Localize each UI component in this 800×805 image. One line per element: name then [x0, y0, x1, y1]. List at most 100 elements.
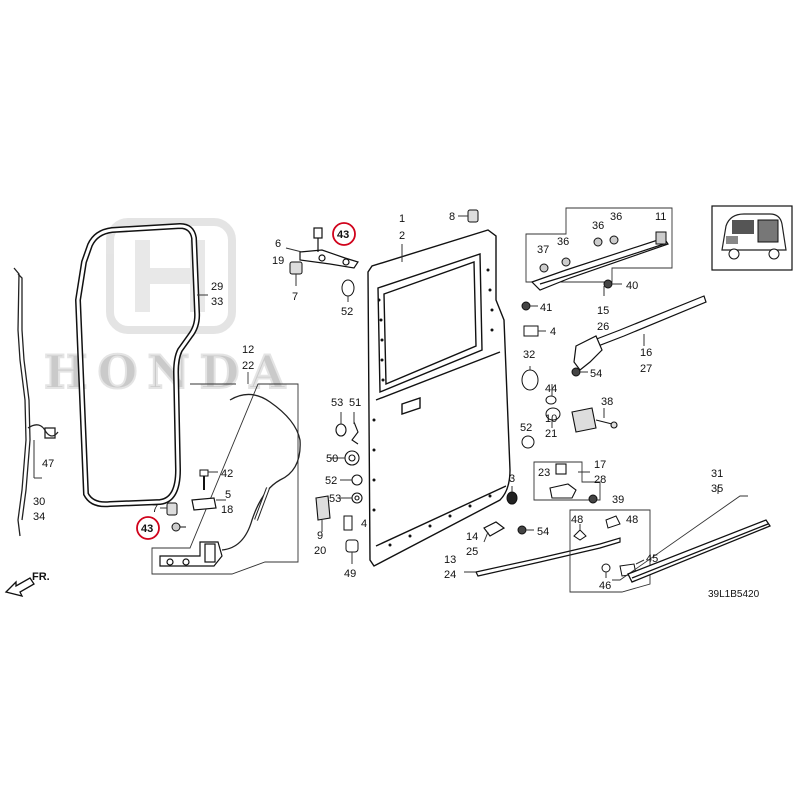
callout-47: 47: [42, 458, 54, 470]
clip-52-upper: [341, 279, 355, 297]
callout-4: 4: [550, 326, 556, 338]
lock-striker-9-20: [315, 495, 331, 521]
callout-25: 25: [466, 546, 478, 558]
diagram-code: 39L1B5420: [708, 589, 760, 600]
door-cable: [221, 393, 301, 551]
callout-31: 31: [711, 468, 723, 480]
roller-44: [545, 395, 561, 421]
bolt-39: [588, 494, 598, 504]
callout-34: 34: [33, 511, 45, 523]
grommet-32: [521, 369, 539, 391]
center-rail: [573, 295, 707, 371]
callout-53: 53: [331, 397, 343, 409]
screw-43-lower: [171, 522, 186, 532]
callout-7: 7: [152, 503, 158, 515]
callout-32: 32: [523, 349, 535, 361]
callout-39: 39: [612, 494, 624, 506]
callout-5: 5: [225, 489, 231, 501]
callout-17: 17: [594, 459, 606, 471]
callout-38: 38: [601, 396, 613, 408]
rail-clips: [539, 231, 667, 273]
callout-12: 12: [242, 344, 254, 356]
callout-36: 36: [557, 236, 569, 248]
callout-21: 21: [545, 428, 557, 440]
callout-36: 36: [610, 211, 622, 223]
callout-22: 22: [242, 360, 254, 372]
callout-27: 27: [640, 363, 652, 375]
callout-54: 54: [590, 368, 602, 380]
callout-44: 44: [545, 383, 557, 395]
callout-46: 46: [599, 580, 611, 592]
pad-4-right: [523, 325, 539, 337]
callout-13: 13: [444, 554, 456, 566]
callout-45: 45: [646, 553, 658, 565]
pad-4-left: [343, 515, 353, 531]
clip-52-right: [521, 435, 535, 449]
bolt-42: [199, 469, 209, 490]
callout-1: 1: [399, 213, 405, 225]
sliding-door-panel: [367, 229, 511, 567]
callout-16: 16: [640, 347, 652, 359]
callout-37: 37: [537, 244, 549, 256]
side-molding: [627, 519, 771, 583]
callout-28: 28: [594, 474, 606, 486]
callout-8: 8: [449, 211, 455, 223]
callout-40: 40: [626, 280, 638, 292]
callout-52: 52: [520, 422, 532, 434]
cap-7-lower: [166, 502, 178, 516]
callout-36: 36: [592, 220, 604, 232]
callout-6: 6: [275, 238, 281, 250]
grommet-3: [506, 491, 518, 505]
callout-7: 7: [292, 291, 298, 303]
callout-9: 9: [317, 530, 323, 542]
vehicle-location-thumbnail: [711, 205, 793, 271]
callout-29: 29: [211, 281, 223, 293]
callout-20: 20: [314, 545, 326, 557]
clip-46: [601, 563, 611, 573]
callout-54: 54: [537, 526, 549, 538]
callout-11: 11: [655, 211, 666, 223]
bolt-54-lower: [517, 525, 527, 535]
bolt-40: [603, 279, 613, 289]
lower-roller-bracket: [159, 541, 223, 567]
door-weatherstrip: [74, 222, 201, 508]
callout-10: 10: [545, 413, 557, 425]
callout-41: 41: [540, 302, 552, 314]
callout-4: 4: [361, 518, 367, 530]
highlight-circle-43-upper: [332, 222, 356, 246]
callout-30: 30: [33, 496, 45, 508]
callout-24: 24: [444, 569, 456, 581]
callout-48: 48: [571, 514, 583, 526]
callout-2: 2: [399, 230, 405, 242]
plug-49: [345, 539, 359, 553]
callout-15: 15: [597, 305, 609, 317]
callout-52: 52: [325, 475, 337, 487]
callout-53: 53: [329, 493, 341, 505]
callout-33: 33: [211, 296, 223, 308]
callout-49: 49: [344, 568, 356, 580]
callout-23: 23: [538, 467, 550, 479]
callout-19: 19: [272, 255, 284, 267]
lower-garnish: [475, 521, 621, 577]
latch-38: [571, 407, 618, 433]
callout-26: 26: [597, 321, 609, 333]
clips-48: [573, 515, 621, 541]
cap-7-upper: [289, 261, 303, 275]
door-panel-holes: [372, 268, 494, 547]
front-direction-label: FR.: [32, 571, 50, 583]
bracket-5-18: [191, 497, 217, 511]
callout-42: 42: [221, 468, 233, 480]
small-fasteners-center: [335, 421, 363, 504]
callout-35: 35: [711, 483, 723, 495]
callout-18: 18: [221, 504, 233, 516]
cap-8: [467, 209, 479, 223]
front-direction-arrow-icon: [4, 577, 35, 597]
bracket-23: [549, 463, 577, 499]
upper-rail: [530, 237, 669, 291]
bolt-54-upper: [571, 367, 581, 377]
highlight-circle-43-lower: [136, 516, 160, 540]
callout-labels: 1 2 3 4 4 5 6 7 7 8 9 10 11 12 13 14 15 …: [33, 211, 723, 592]
wiring-harness-strip: [13, 267, 59, 537]
